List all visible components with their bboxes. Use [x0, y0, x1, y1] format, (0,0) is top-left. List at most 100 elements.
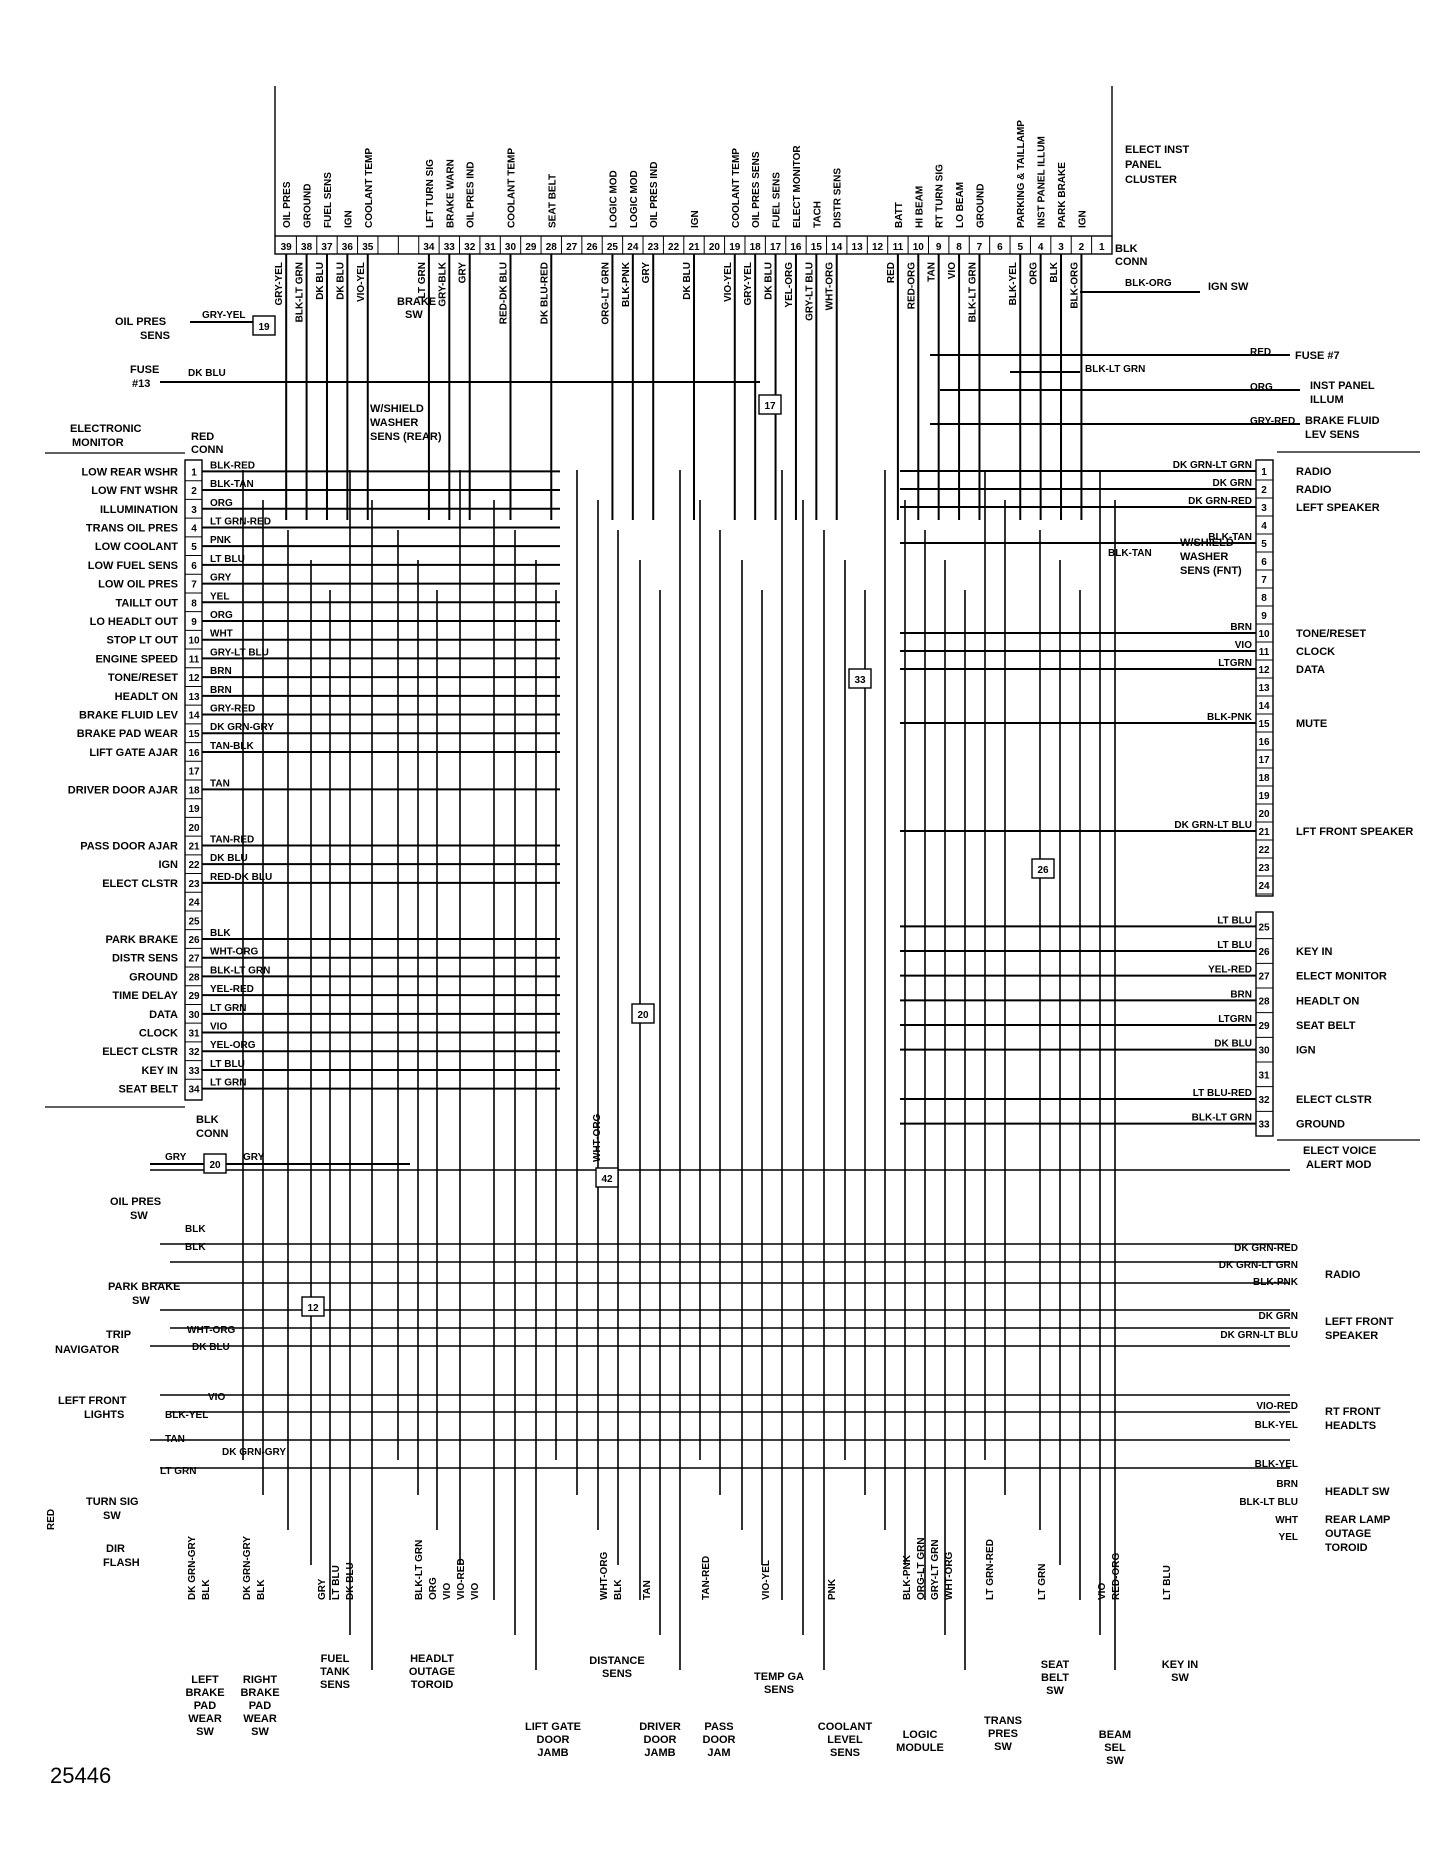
- cluster-pin-number: 10: [913, 242, 925, 253]
- cluster-pin-function: LOGIC MOD: [629, 170, 640, 228]
- cluster-pin-number: 24: [627, 242, 639, 253]
- cluster-pin-function: BATT: [894, 202, 905, 228]
- turn-sig-2: SW: [103, 1510, 121, 1522]
- component-label: LEFT: [191, 1674, 219, 1686]
- cluster-pin-number: 5: [1017, 242, 1023, 253]
- monitor-wire-label: YEL: [210, 591, 229, 602]
- component-label: DRIVER: [639, 1721, 681, 1733]
- cluster-pin-function: FUEL SENS: [772, 172, 783, 228]
- voice-title-1: ELECT VOICE: [1303, 1145, 1376, 1157]
- cluster-wire-label: RED-ORG: [906, 262, 917, 309]
- cluster-pin-function: RT TURN SIG: [935, 164, 946, 228]
- monitor-wire-label: LT BLU: [210, 554, 245, 565]
- wire-label: GRY: [243, 1152, 265, 1163]
- cluster-wire-label: DK BLU: [315, 262, 326, 300]
- component-wire-label: ORG: [428, 1577, 439, 1600]
- voice-pin-function: ELECT MONITOR: [1296, 971, 1387, 983]
- cluster-wire-label: GRY: [641, 262, 652, 284]
- voice-pin-number: 22: [1258, 845, 1270, 856]
- wire-label: BLK: [185, 1242, 206, 1253]
- voice-pin-number: 7: [1261, 575, 1267, 586]
- voice-pin-function: RADIO: [1296, 466, 1332, 478]
- cluster-pin-function: OIL PRES SENS: [751, 151, 762, 228]
- wire-label: ORG: [1250, 382, 1273, 393]
- component-label: DOOR: [537, 1734, 570, 1746]
- component-wire-label: BLK-LT GRN: [414, 1540, 425, 1600]
- fuse13-1: FUSE: [130, 364, 159, 376]
- voice-pin-function: DATA: [1296, 664, 1325, 676]
- splice-number: 17: [764, 401, 776, 412]
- cluster-pin-function: PARK BRAKE: [1057, 162, 1068, 228]
- cluster-pin-number: 34: [423, 242, 435, 253]
- cluster-pin-number: 26: [586, 242, 598, 253]
- cluster-pin-number: 25: [607, 242, 619, 253]
- cluster-wire-label: ORG: [1029, 262, 1040, 285]
- component-wire-label: BLK: [256, 1579, 267, 1600]
- component-wire-label: BLK: [613, 1579, 624, 1600]
- component-wire-label: DK GRN-GRY: [187, 1536, 198, 1600]
- component-label: WEAR: [188, 1713, 222, 1725]
- cluster-wire-label: VIO: [947, 262, 958, 279]
- cluster-pin-number: 9: [936, 242, 942, 253]
- cluster-pin-number: 18: [750, 242, 762, 253]
- cluster-wire-label: VIO-YEL: [723, 262, 734, 302]
- wire-label: BLK-YEL: [1255, 1459, 1298, 1470]
- monitor-pin-number: 32: [188, 1047, 200, 1058]
- component-wire-label: LT GRN: [1037, 1564, 1048, 1600]
- cluster-conn-1: BLK: [1115, 243, 1138, 255]
- voice-pin-number: 14: [1258, 701, 1270, 712]
- splice-number: 19: [258, 322, 270, 333]
- cluster-wire-label: DK BLU: [764, 262, 775, 300]
- wire-label: DK BLU: [192, 1342, 230, 1353]
- component-label: TOROID: [1325, 1542, 1368, 1554]
- cluster-wire-label: TAN: [927, 262, 938, 282]
- component-wire-label: VIO: [470, 1583, 481, 1600]
- component-wire-label: BLK-PNK: [902, 1554, 913, 1600]
- inst-panel-label-1: INST PANEL: [1310, 380, 1375, 392]
- cluster-pin-number: 37: [321, 242, 333, 253]
- monitor-pin-function: TAILLT OUT: [115, 597, 178, 609]
- monitor-pin-number: 25: [188, 916, 200, 927]
- voice-pin-function: RADIO: [1296, 484, 1332, 496]
- monitor-title-1: ELECTRONIC: [70, 423, 142, 435]
- component-label: MODULE: [896, 1742, 944, 1754]
- wshield-fnt-3: SENS (FNT): [1180, 565, 1242, 577]
- cluster-pin-number: 20: [709, 242, 721, 253]
- monitor-pin-function: BRAKE PAD WEAR: [77, 728, 178, 740]
- voice-pin-number: 28: [1258, 996, 1270, 1007]
- voice-wire-label: BRN: [1230, 622, 1252, 633]
- component-wire-label: GRY-LT GRN: [930, 1539, 941, 1600]
- monitor-pin-number: 12: [188, 673, 200, 684]
- splice-number: 20: [209, 1160, 221, 1171]
- monitor-pin-function: BRAKE FLUID LEV: [79, 710, 179, 722]
- wire-label: BLK-PNK: [1253, 1277, 1299, 1288]
- monitor-pin-function: GROUND: [129, 971, 178, 983]
- cluster-wire-label: DK BLU: [335, 262, 346, 300]
- trip-nav-1: TRIP: [106, 1329, 131, 1341]
- monitor-wire-label: ORG: [210, 610, 233, 621]
- splice-number: 12: [307, 1303, 319, 1314]
- cluster-title-2: PANEL: [1125, 159, 1162, 171]
- monitor-wire-label: LT BLU: [210, 1059, 245, 1070]
- fuse7-label: FUSE #7: [1295, 350, 1340, 362]
- component-label: SW: [196, 1726, 214, 1738]
- splice-box: [301, 1296, 325, 1317]
- voice-pin-number: 21: [1258, 827, 1270, 838]
- voice-wire-label: BLK-PNK: [1207, 712, 1253, 723]
- cluster-pin-function: GROUND: [975, 184, 986, 228]
- monitor-pin-number: 2: [191, 486, 197, 497]
- voice-pin-function: TONE/RESET: [1296, 628, 1366, 640]
- monitor-pin-function: PASS DOOR AJAR: [80, 840, 178, 852]
- voice-pin-function: KEY IN: [1296, 946, 1333, 958]
- component-label: REAR LAMP: [1325, 1514, 1390, 1526]
- splice-number: 20: [637, 1010, 649, 1021]
- wire-label: DK GRN-GRY: [222, 1447, 286, 1458]
- oil-pres-sw-2: SW: [130, 1210, 148, 1222]
- splice-box: [758, 394, 782, 415]
- monitor-conn-top-1: RED: [191, 431, 214, 443]
- cluster-wire-label: BLK-LT GRN: [967, 262, 978, 322]
- monitor-pin-function: TIME DELAY: [112, 990, 178, 1002]
- wire-label: RED: [46, 1509, 57, 1530]
- component-wire-label: VIO-YEL: [761, 1560, 772, 1600]
